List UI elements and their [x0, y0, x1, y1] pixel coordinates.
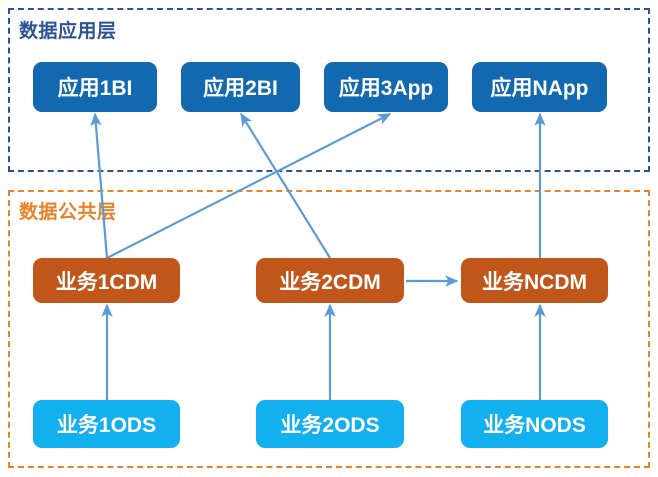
data-common-layer-title: 数据公共层: [19, 202, 117, 223]
application-node-4[interactable]: 应用NApp: [472, 62, 607, 112]
application-node-2[interactable]: 应用2BI: [181, 62, 300, 112]
data-application-layer-title: 数据应用层: [19, 21, 117, 42]
application-node-1[interactable]: 应用1BI: [33, 62, 157, 112]
ods-node-1[interactable]: 业务1ODS: [33, 400, 180, 448]
cdm-node-3[interactable]: 业务NCDM: [461, 258, 608, 303]
ods-node-3[interactable]: 业务NODS: [461, 400, 608, 448]
ods-node-2[interactable]: 业务2ODS: [256, 400, 404, 448]
cdm-node-2[interactable]: 业务2CDM: [256, 258, 404, 303]
cdm-node-1[interactable]: 业务1CDM: [33, 258, 180, 303]
application-node-3[interactable]: 应用3App: [324, 62, 448, 112]
